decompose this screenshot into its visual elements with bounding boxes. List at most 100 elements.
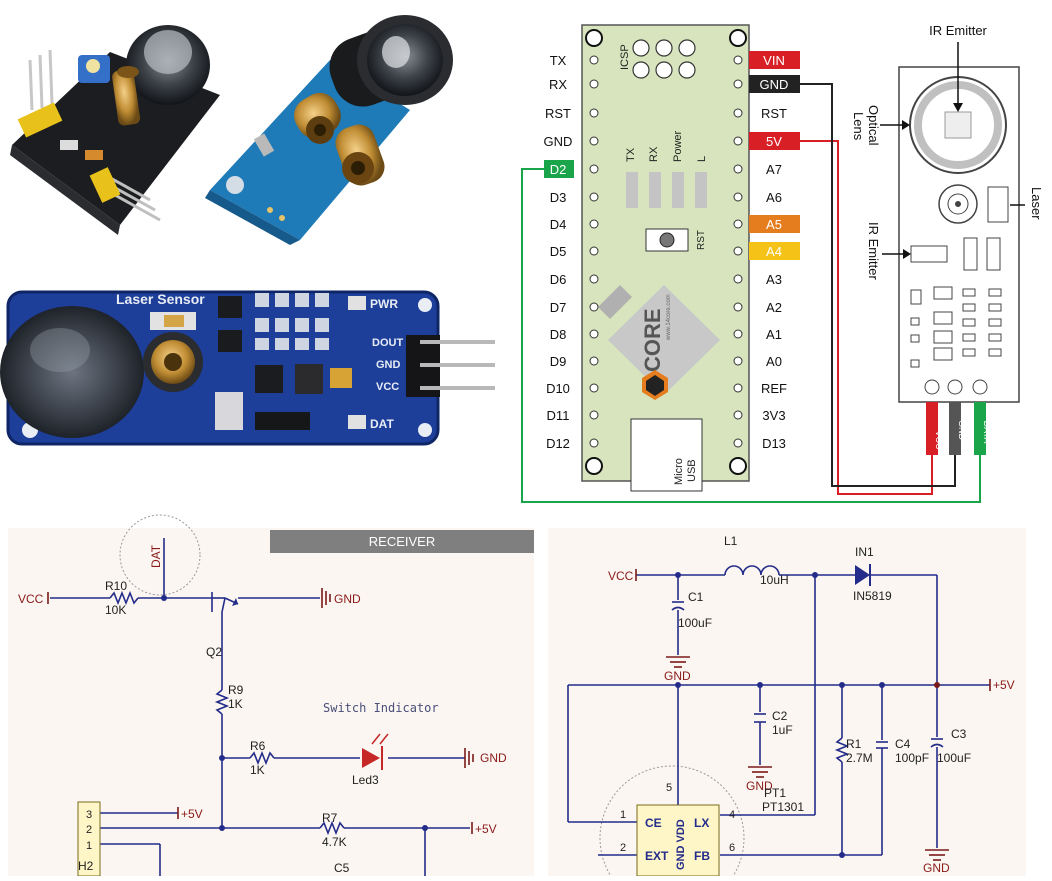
left-pin-label: RST [545, 106, 571, 121]
right-pin-label: A0 [766, 354, 782, 369]
left-pin-hole [589, 136, 599, 146]
core-logo: CORE www.14core.com [598, 285, 720, 400]
r1-value: 2.7M [846, 751, 873, 765]
pin-highlight [749, 132, 800, 150]
right-pin-label: A4 [766, 244, 782, 259]
bst-gnd2-label: GND [746, 779, 773, 793]
rx-5v2-label: +5V [475, 822, 497, 836]
data-wire [521, 168, 981, 503]
left-pin-label: GND [544, 134, 573, 149]
bst-vcc-label: VCC [608, 569, 634, 583]
svg-text:www.14core.com: www.14core.com [666, 294, 672, 341]
laser-label: Laser [1029, 187, 1044, 220]
left-pin-label: D11 [547, 408, 570, 423]
left-pin-hole [589, 329, 599, 339]
left-pin-hole [589, 219, 599, 229]
pin-highlight [749, 51, 800, 69]
rst-button-label: RST [696, 230, 707, 250]
in1-value: IN5819 [853, 589, 892, 603]
rx-5v1-label: +5V [181, 807, 203, 821]
h2-pin3: 3 [86, 809, 92, 821]
right-pin-label: VIN [763, 53, 785, 68]
right-pin-label: RST [761, 106, 787, 121]
h2-label: H2 [78, 859, 94, 873]
c2-value: 1uF [772, 723, 793, 737]
right-pin-label: GND [760, 77, 789, 92]
right-pin-hole [733, 356, 743, 366]
optical-label-2: Lens [851, 112, 866, 141]
left-pin-label: D5 [550, 244, 567, 259]
sensor-data-label: DATA [982, 421, 992, 444]
ir-emitter-side-label: IR Emitter [866, 222, 881, 280]
sensor-lens-icon [0, 306, 144, 438]
left-pin-hole [589, 383, 599, 393]
right-pin-hole [733, 219, 743, 229]
r9-label: R9 [228, 683, 244, 697]
left-pin-hole [589, 438, 599, 448]
chip-pin-4: 4 [729, 809, 735, 821]
receiver-header-text: RECEIVER [369, 534, 435, 549]
pin-highlight [544, 160, 574, 178]
left-pin-label: D8 [550, 327, 567, 342]
ir-emitter-top-label: IR Emitter [929, 23, 987, 38]
left-pin-label: D2 [550, 162, 567, 177]
usb-label-2: USB [686, 459, 698, 482]
left-pin-label: D3 [550, 190, 567, 205]
pin-ce: CE [645, 816, 662, 830]
rx-vcc-label: VCC [18, 592, 44, 606]
right-pin-hole [733, 246, 743, 256]
dat-label: DAT [370, 417, 394, 431]
left-pin-hole [589, 410, 599, 420]
pt1-value: PT1301 [762, 800, 804, 814]
chip-pin-5: 5 [666, 782, 672, 794]
right-pin-hole [733, 164, 743, 174]
vcc-wire [800, 140, 933, 495]
pin-fb: FB [694, 849, 710, 863]
r10-value: 10K [105, 603, 126, 617]
left-pin-label: TX [550, 53, 567, 68]
bst-5v-label: +5V [993, 678, 1015, 692]
c4-label: C4 [895, 737, 911, 751]
pin-ext: EXT [645, 849, 669, 863]
right-pin-hole [733, 192, 743, 202]
left-pin-hole [589, 274, 599, 284]
vcc-pin-label: VCC [376, 381, 399, 393]
right-pin-hole [733, 79, 743, 89]
pwr-label: PWR [370, 297, 398, 311]
right-pin-label: 5V [766, 134, 782, 149]
h2-pin2: 2 [86, 824, 92, 836]
reset-button-icon [659, 232, 675, 248]
c2-label: C2 [772, 709, 788, 723]
led3-label: Led3 [352, 773, 379, 787]
left-pin-hole [589, 79, 599, 89]
diode-icon [855, 565, 870, 585]
right-pin-label: A6 [766, 190, 782, 205]
c3-value: 100uF [937, 751, 971, 765]
photo-laser-sensor-board: Laser Sensor PWR DAT DOUT GND VCC [0, 290, 495, 446]
right-pin-label: A1 [766, 327, 782, 342]
left-pin-label: D12 [546, 436, 570, 451]
in1-label: IN1 [855, 545, 874, 559]
c1-value: 100uF [678, 616, 712, 630]
left-pin-hole [589, 192, 599, 202]
left-pin-hole [589, 356, 599, 366]
left-pin-hole [589, 302, 599, 312]
receiver-header [270, 530, 534, 553]
switch-indicator-label: Switch Indicator [323, 701, 439, 715]
left-pin-label: D6 [550, 272, 567, 287]
q2-label: Q2 [206, 645, 222, 659]
rx-gnd-label: GND [334, 592, 361, 606]
right-pin-hole [733, 410, 743, 420]
pt1-label: PT1 [764, 786, 786, 800]
left-pin-hole [589, 246, 599, 256]
c5-label: C5 [334, 861, 350, 875]
right-pin-hole [733, 438, 743, 448]
led-label: TX [625, 147, 637, 162]
pin-highlight [749, 242, 800, 260]
rx-gnd2-label: GND [480, 751, 507, 765]
c4-value: 100pF [895, 751, 929, 765]
pt1301-chip [636, 804, 720, 877]
